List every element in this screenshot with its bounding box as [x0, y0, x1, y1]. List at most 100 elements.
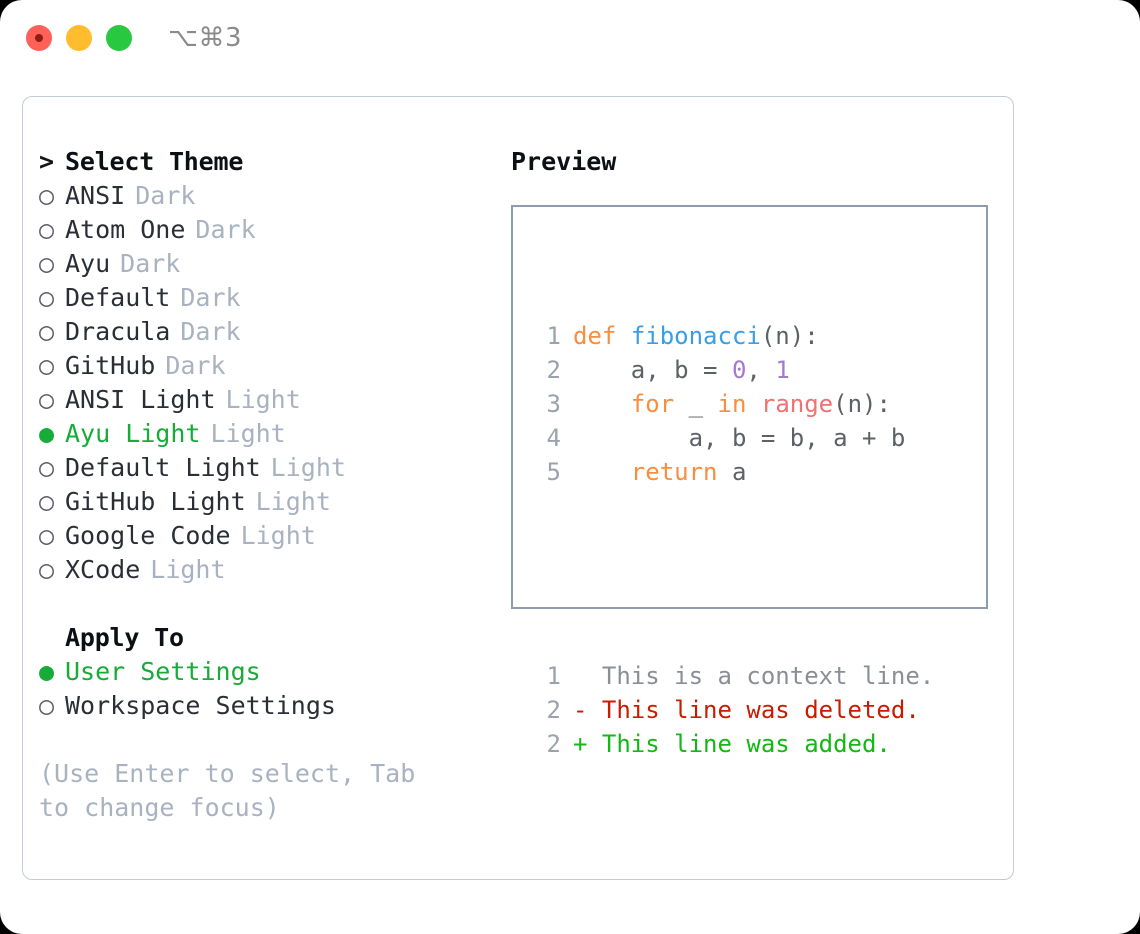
apply-to-list: ●User Settings○ Workspace Settings: [39, 655, 503, 723]
code-text: def fibonacci(n):: [573, 319, 819, 353]
line-number: 2: [546, 730, 561, 758]
theme-item-dracula[interactable]: ○ Dracula Dark: [39, 315, 503, 349]
code-line: 2 a, b = 0, 1: [527, 353, 986, 387]
theme-item-ansi[interactable]: ○ ANSI Dark: [39, 179, 503, 213]
theme-name: Default: [65, 283, 171, 312]
apply-to-header: ○ Apply To: [39, 621, 503, 655]
theme-variant-badge: Dark: [135, 181, 196, 210]
theme-name: Ayu Light: [65, 419, 201, 448]
theme-name: XCode: [65, 555, 141, 584]
code-token-kw: in: [717, 390, 747, 418]
code-line: 4 a, b = b, a + b: [527, 421, 986, 455]
radio-unselected-icon: ○: [39, 691, 55, 720]
radio-unselected-icon: ○: [39, 453, 55, 482]
code-token-kw: return: [630, 458, 718, 486]
code-token-num: 0: [731, 356, 747, 384]
close-button[interactable]: [26, 25, 52, 51]
code-token-pln: a: [717, 458, 747, 486]
minimize-button[interactable]: [66, 25, 92, 51]
code-token-pln: [573, 390, 631, 418]
theme-variant-badge: Light: [270, 453, 346, 482]
diff-line-del: 2- This line was deleted.: [527, 693, 986, 727]
theme-item-ansi-light[interactable]: ○ ANSI Light Light: [39, 383, 503, 417]
theme-name: GitHub: [65, 351, 156, 380]
radio-unselected-icon: ○: [39, 181, 55, 210]
code-token-kw: for: [630, 390, 675, 418]
section-spacer: [39, 587, 503, 621]
line-number: 1: [546, 322, 561, 350]
code-token-pln: ,: [746, 356, 776, 384]
theme-variant-badge: Light: [255, 487, 331, 516]
theme-name: Ayu: [65, 249, 111, 278]
line-number: 4: [546, 424, 561, 452]
code-text: a, b = 0, 1: [573, 353, 790, 387]
theme-item-default-light[interactable]: ○ Default Light Light: [39, 451, 503, 485]
spacer-icon: ○: [39, 621, 65, 655]
code-token-fn: fibonacci: [630, 322, 761, 350]
radio-unselected-icon: ○: [39, 249, 55, 278]
code-diff-spacer: [527, 557, 986, 591]
theme-item-ayu[interactable]: ○ Ayu Dark: [39, 247, 503, 281]
apply-to-option-user-settings[interactable]: ●User Settings: [39, 655, 503, 689]
radio-selected-icon: ●: [39, 657, 55, 686]
line-number: 2: [546, 356, 561, 384]
radio-unselected-icon: ○: [39, 215, 55, 244]
theme-variant-badge: Light: [225, 385, 301, 414]
diff-line-add: 2+ This line was added.: [527, 727, 986, 761]
theme-name: Atom One: [65, 215, 186, 244]
theme-variant-badge: Light: [240, 521, 316, 550]
code-token-pln: a, b =: [573, 356, 732, 384]
code-token-pln: (n):: [833, 390, 891, 418]
diff-text: This is a context line.: [573, 662, 935, 690]
theme-variant-badge: Light: [210, 419, 286, 448]
theme-variant-badge: Dark: [180, 317, 241, 346]
theme-name: Dracula: [65, 317, 171, 346]
line-number: 2: [546, 696, 561, 724]
maximize-button[interactable]: [106, 25, 132, 51]
title-bar: ⌥⌘3: [0, 0, 1140, 78]
code-token-pln: [616, 322, 630, 350]
select-theme-title: Select Theme: [65, 147, 244, 176]
apply-to-title: Apply To: [65, 623, 184, 652]
radio-unselected-icon: ○: [39, 487, 55, 516]
code-text: return a: [573, 455, 747, 489]
code-token-pln: [573, 458, 631, 486]
code-token-pln: (n):: [760, 322, 819, 350]
theme-name: ANSI Light: [65, 385, 216, 414]
theme-name: ANSI: [65, 181, 126, 210]
code-text: a, b = b, a + b: [573, 421, 906, 455]
code-line: 3 for _ in range(n):: [527, 387, 986, 421]
theme-variant-badge: Light: [150, 555, 226, 584]
keyboard-hint: (Use Enter to select, Tab to change focu…: [39, 759, 416, 822]
theme-variant-badge: Dark: [165, 351, 226, 380]
radio-unselected-icon: ○: [39, 317, 55, 346]
radio-unselected-icon: ○: [39, 283, 55, 312]
line-number: 5: [546, 458, 561, 486]
code-token-pln: _: [674, 390, 718, 418]
line-number: 1: [546, 662, 561, 690]
theme-name: Default Light: [65, 453, 261, 482]
code-token-kw: def: [573, 322, 617, 350]
code-text: for _ in range(n):: [573, 387, 891, 421]
apply-to-label: Workspace Settings: [65, 691, 336, 720]
radio-unselected-icon: ○: [39, 385, 55, 414]
code-token-num: 1: [775, 356, 790, 384]
theme-variant-badge: Dark: [120, 249, 181, 278]
code-token-pln: a, b = b, a + b: [573, 424, 906, 452]
apply-to-option-workspace-settings[interactable]: ○ Workspace Settings: [39, 689, 503, 723]
code-line: 1 def fibonacci(n):: [527, 319, 986, 353]
